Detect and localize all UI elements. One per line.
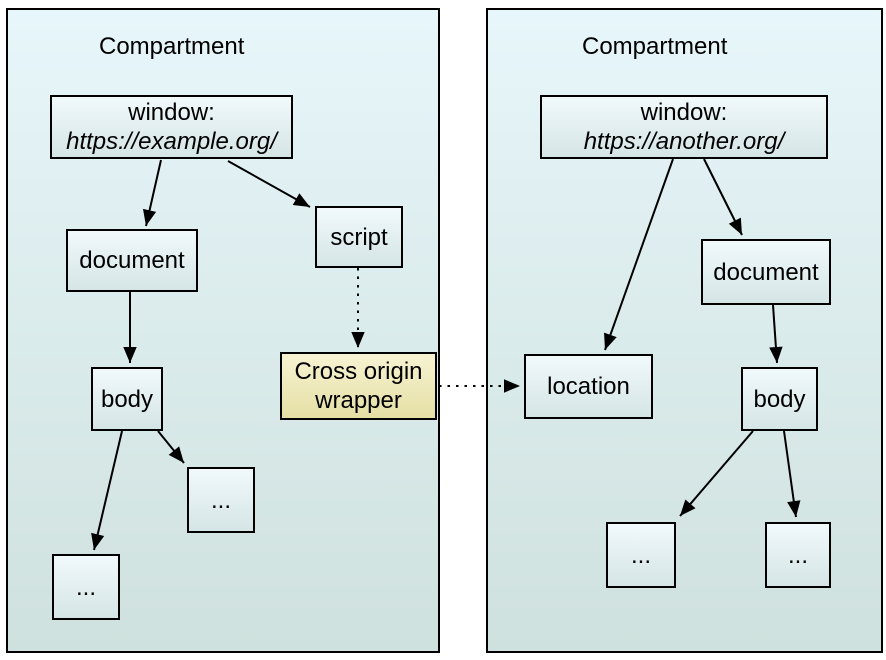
location-label: location [547, 373, 630, 400]
node-body-right: body [741, 367, 818, 431]
ellipsis-label: ... [210, 486, 231, 514]
ellipsis-label: ... [75, 573, 96, 601]
script-label: script [330, 223, 388, 251]
node-ellipsis-right-2: ... [765, 522, 831, 588]
node-window-right: window: https://another.org/ [540, 95, 828, 159]
body-right-label: body [753, 385, 806, 413]
node-document-right: document [701, 239, 831, 305]
node-document-left: document [66, 229, 198, 292]
node-script: script [315, 206, 403, 268]
node-ellipsis-left-2: ... [187, 467, 255, 533]
node-location: location [524, 354, 653, 419]
window-left-url: https://example.org/ [66, 128, 277, 155]
wrapper-label-line1: Cross origin [294, 358, 423, 385]
wrapper-label-line2: wrapper [315, 387, 402, 414]
compartment-right-title: Compartment [582, 33, 728, 60]
node-body-left: body [91, 367, 163, 431]
node-ellipsis-left-1: ... [52, 554, 120, 620]
window-right-url: https://another.org/ [583, 128, 785, 155]
document-left-label: document [79, 247, 185, 274]
compartment-left-title: Compartment [99, 33, 245, 60]
node-window-left: window: https://example.org/ [50, 95, 293, 159]
body-left-label: body [100, 385, 154, 413]
node-cross-origin-wrapper: Cross origin wrapper [280, 352, 437, 420]
ellipsis-label: ... [787, 541, 808, 569]
window-right-label: window: [640, 99, 728, 126]
document-right-label: document [713, 258, 819, 286]
ellipsis-label: ... [630, 541, 651, 569]
node-ellipsis-right-1: ... [606, 522, 676, 588]
window-left-label: window: [128, 99, 215, 126]
